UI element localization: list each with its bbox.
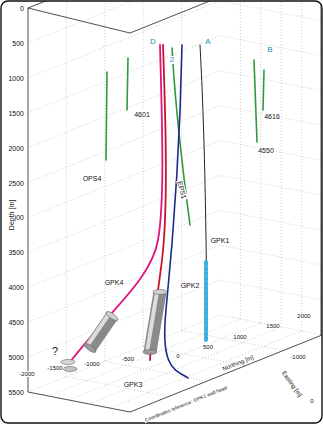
northing-tick: 0 (175, 353, 180, 359)
well-gpk2 (165, 45, 188, 378)
depth-tick: 5500 (7, 389, 25, 396)
grid-line (220, 245, 322, 265)
grid-line (28, 140, 220, 217)
well-name: 4616 (263, 113, 281, 120)
question-mark: ? (51, 346, 59, 357)
axis-title: Easting [m] (280, 369, 303, 399)
grid-line (28, 36, 220, 113)
well-name: 4550 (257, 147, 275, 154)
box-outline (28, 1, 322, 412)
well-4550 (254, 60, 257, 142)
wellhead-letter: 2 (169, 56, 175, 64)
easting-tick: -2000 (18, 371, 35, 377)
easting-tick: -1000 (289, 354, 306, 360)
easting-tick: -1000 (83, 361, 100, 367)
grid-line (220, 175, 322, 195)
easting-tick: -1500 (46, 365, 63, 371)
stimulated-zones (61, 290, 167, 372)
axis-title: Depth [m] (8, 199, 15, 231)
grid-line (105, 361, 207, 381)
grid-line (104, 1, 105, 361)
grid-line (89, 327, 281, 404)
well-name: 4601 (133, 111, 151, 118)
grid-line (28, 1, 220, 8)
grid-line (28, 106, 220, 183)
depth-tick: 2500 (7, 179, 25, 186)
easting-tick: -500 (121, 356, 135, 362)
grid-line (66, 1, 67, 377)
grid-line (66, 377, 168, 397)
depth-tick: 4500 (7, 319, 25, 326)
wellhead-letter: A (204, 38, 211, 46)
grid-line (28, 1, 220, 78)
grid-line (220, 106, 322, 126)
grid-line (28, 245, 220, 322)
well-name: GPK1 (210, 237, 231, 244)
depth-tick: 1500 (7, 109, 25, 116)
wellhead-letter: B (266, 46, 273, 54)
axis-title: Northing [m] (221, 354, 255, 373)
grid (28, 1, 322, 408)
grid-line (220, 1, 322, 21)
well-gpk4 (70, 45, 162, 362)
grid-line (220, 140, 322, 160)
open-section (204, 262, 208, 340)
grid-line (28, 71, 220, 148)
grid-line (28, 1, 220, 43)
well-4616 (263, 70, 264, 110)
depth-tick: 3500 (7, 249, 25, 256)
well-name: GPK3 (123, 381, 144, 388)
well-ops4 (106, 72, 107, 160)
northing-tick: 1000 (232, 334, 247, 340)
grid-line (220, 36, 322, 56)
well-name: GPK4 (104, 279, 125, 286)
grid-line (220, 210, 322, 230)
grid-line (143, 1, 144, 346)
grid-line (220, 71, 322, 91)
depth-tick: 500 (11, 39, 25, 46)
grid-line (28, 315, 220, 392)
grid-line (28, 175, 220, 252)
grid-line (48, 319, 240, 396)
well-4601 (127, 58, 128, 110)
depth-tick: 0 (19, 5, 25, 12)
northing-tick: 2000 (296, 313, 311, 319)
depth-tick: 4000 (7, 284, 25, 291)
depth-tick: 1000 (7, 74, 25, 81)
note: Coordinates reference: GPK1 well head (143, 385, 228, 423)
well-name: OPS4 (82, 175, 103, 182)
grid-line (281, 1, 282, 327)
northing-tick: 500 (202, 344, 214, 350)
northing-tick: 1500 (265, 323, 280, 329)
grid-line (240, 1, 241, 319)
grid-line (301, 1, 302, 331)
easting-tick: 0 (309, 398, 314, 404)
grid-line (220, 280, 322, 300)
well-name: GPK2 (180, 282, 201, 289)
grid-line (28, 210, 220, 287)
grid-line (28, 280, 220, 357)
wellhead-letter: D (149, 38, 157, 46)
grid-line (182, 330, 284, 350)
grid-line (260, 1, 261, 323)
depth-tick: 2000 (7, 144, 25, 151)
depth-tick: 5000 (7, 354, 25, 361)
